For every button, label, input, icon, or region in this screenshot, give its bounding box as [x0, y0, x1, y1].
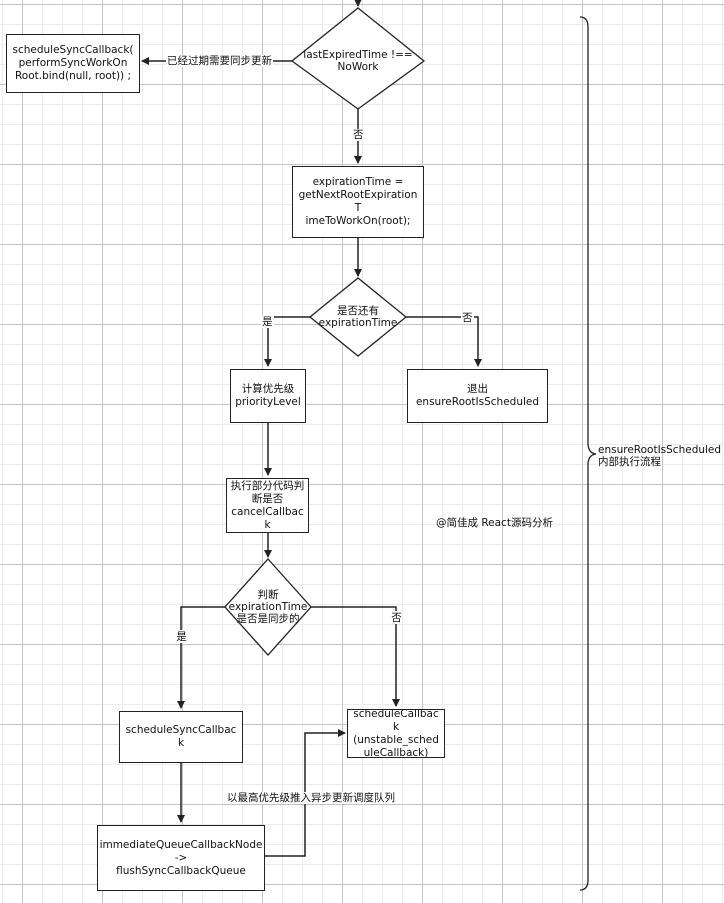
node-priority-level: 计算优先级 priorityLevel — [230, 369, 306, 423]
right-brace — [579, 16, 597, 891]
node-check-expired-text: lastExpiredTime !== NoWork — [303, 49, 413, 73]
edge-label-no-2: 否 — [461, 312, 474, 324]
edge-label-no-3: 否 — [390, 611, 402, 624]
watermark-text: @简佳成 React源码分析 — [436, 517, 553, 529]
arrow-is-sync-yes — [177, 606, 225, 709]
edge-label-async: 以最高优先级推入异步更新调度队列 — [226, 792, 396, 804]
node-exit-ensure: 退出 ensureRootIsScheduled — [407, 369, 548, 423]
diamond-has-expiration-shape — [308, 277, 408, 357]
edge-label-expired: 已经过期需要同步更新 — [166, 55, 273, 67]
node-is-sync-text: 判断 expirationTime 是否是同步的 — [228, 589, 308, 625]
edge-label-no-1: 否 — [352, 129, 365, 141]
arrow-is-sync-no — [311, 606, 400, 707]
edge-label-yes-2: 是 — [175, 630, 187, 643]
node-schedule-callback: scheduleCallback (unstable_sched uleCall… — [347, 708, 445, 759]
edge-label-yes-1: 是 — [261, 316, 274, 328]
arrow-has-expiration-no — [406, 316, 482, 367]
node-has-expiration-text: 是否还有 expirationTime — [318, 305, 398, 329]
diamond-is-sync-shape — [224, 558, 312, 656]
node-immediate-queue: immediateQueueCallbackNode -> flushSyncC… — [97, 825, 265, 891]
brace-label: ensureRootIsScheduled 内部执行流程 — [598, 444, 722, 468]
node-schedule-sync-perform: scheduleSyncCallback( performSyncWorkOn … — [6, 34, 140, 93]
node-expiration-time: expirationTime = getNextRootExpirationT … — [292, 166, 424, 238]
node-cancel-callback: 执行部分代码判 断是否 cancelCallback — [226, 478, 309, 533]
node-schedule-sync: scheduleSyncCallback — [119, 711, 243, 763]
arrow-has-expiration-yes — [264, 316, 310, 367]
